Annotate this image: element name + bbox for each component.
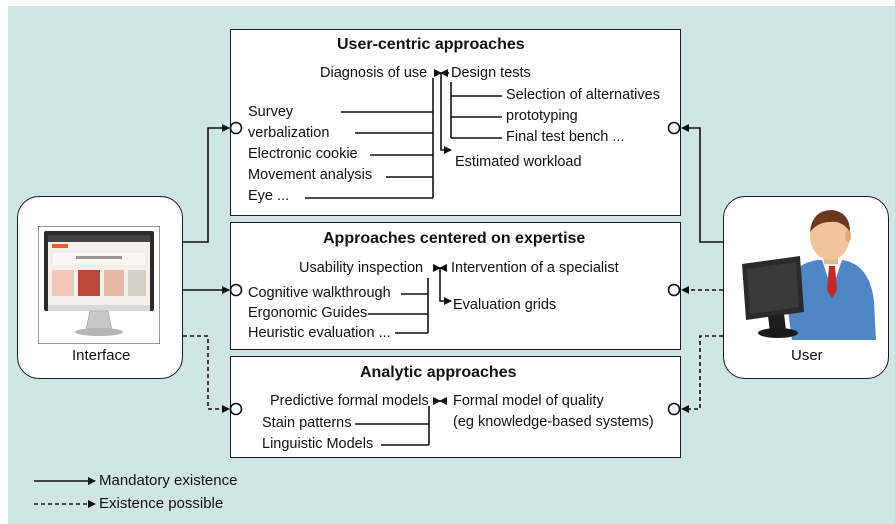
expertise-title: Approaches centered on expertise: [323, 230, 586, 247]
ergonomic-guides-label: Ergonomic Guides: [248, 305, 368, 321]
design-tests-label: Design tests: [451, 65, 531, 81]
user-at-computer-icon: [742, 210, 876, 340]
specialist-label: Intervention of a specialist: [451, 260, 619, 276]
movement-label: Movement analysis: [248, 167, 373, 183]
heuristic-evaluation-label: Heuristic evaluation ...: [248, 325, 391, 341]
prototyping-label: prototyping: [506, 108, 578, 124]
user-centric-panel: [230, 29, 681, 216]
survey-label: Survey: [248, 104, 294, 120]
verbalization-label: verbalization: [248, 125, 330, 141]
formal-quality-label: Formal model of quality: [453, 393, 604, 409]
evaluation-grids-label: Evaluation grids: [453, 297, 557, 313]
legend-mandatory-label: Mandatory existence: [99, 472, 238, 489]
cognitive-walkthrough-label: Cognitive walkthrough: [248, 285, 391, 301]
stain-patterns-label: Stain patterns: [262, 415, 352, 431]
analytic-title: Analytic approaches: [360, 364, 517, 381]
cookie-label: Electronic cookie: [248, 146, 358, 162]
knowledge-systems-label: (eg knowledge-based systems): [453, 414, 654, 430]
user-label: User: [791, 347, 823, 364]
eye-label: Eye ...: [248, 188, 290, 204]
interface-label: Interface: [72, 347, 131, 364]
linguistic-models-label: Linguistic Models: [262, 436, 374, 452]
user-centric-title: User-centric approaches: [337, 36, 525, 53]
predictive-models-label: Predictive formal models: [270, 393, 429, 409]
expertise-panel: [230, 222, 681, 350]
usability-inspection-label: Usability inspection: [299, 260, 424, 276]
legend-possible-label: Existence possible: [99, 495, 224, 512]
final-test-label: Final test bench ...: [506, 129, 625, 145]
workload-label: Estimated workload: [455, 154, 582, 170]
analytic-panel: [230, 356, 681, 458]
monitor-icon: [38, 226, 160, 344]
diagnosis-of-use-label: Diagnosis of use: [320, 65, 428, 81]
selection-label: Selection of alternatives: [506, 87, 660, 103]
